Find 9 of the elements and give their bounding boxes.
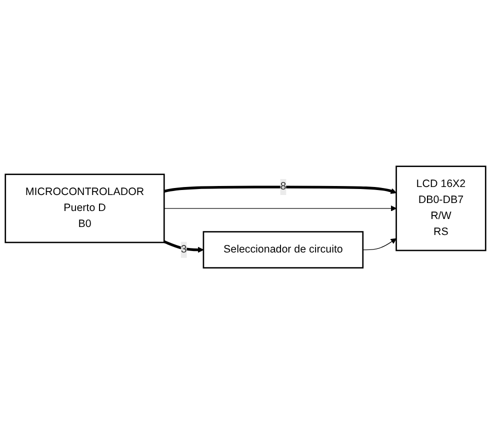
node-box: MICROCONTROLADOR Puerto D B0 [4, 174, 165, 244]
edge-label: 3 [180, 244, 187, 256]
arrow [164, 205, 397, 212]
node-box: Seleccionador de circuito [202, 231, 364, 268]
arrow [164, 186, 397, 194]
arrow [164, 240, 204, 253]
edge-label: 8 [280, 180, 286, 192]
arrow [362, 238, 397, 250]
node-box: LCD 16X2 DB0-DB7 R/W RS [396, 166, 486, 252]
